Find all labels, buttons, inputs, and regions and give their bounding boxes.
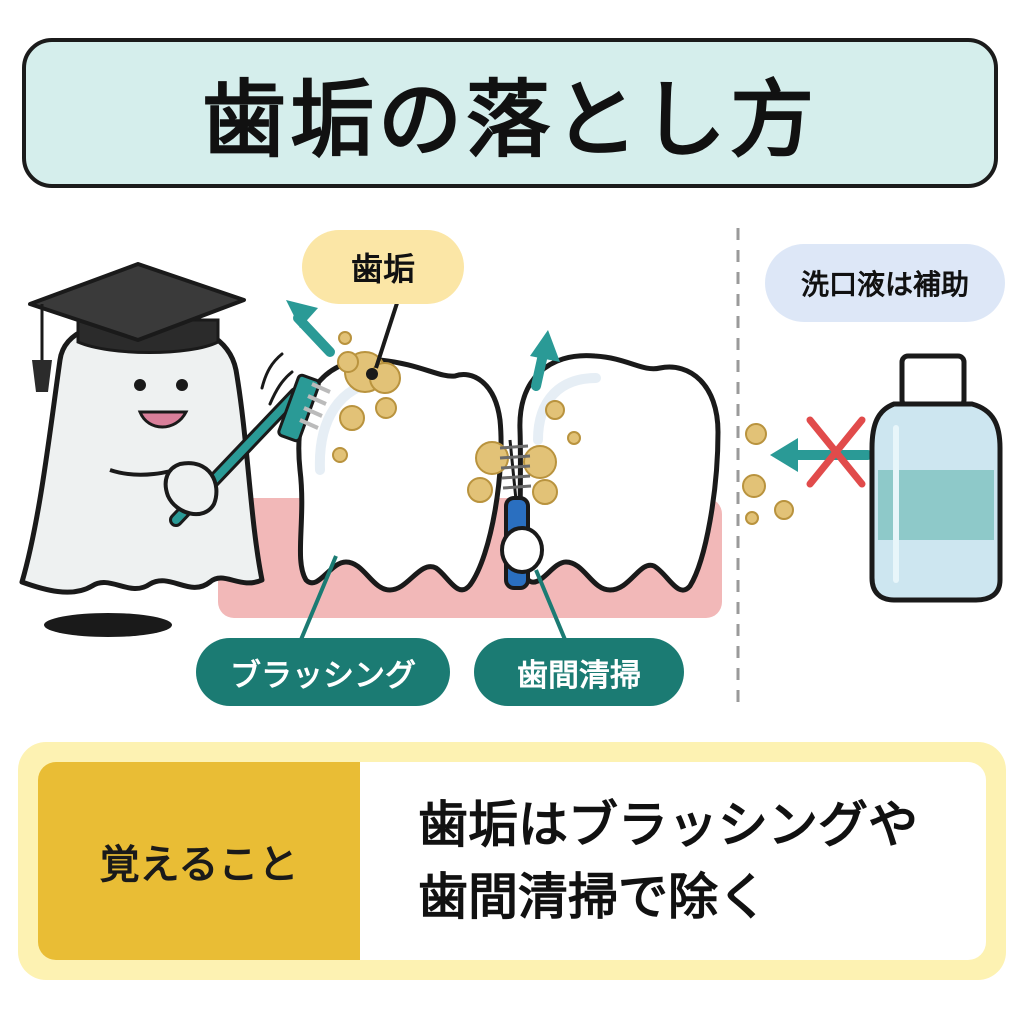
interdental-brush-icon (499, 439, 544, 590)
page-title: 歯垢の落とし方 (201, 70, 818, 169)
brushing-label: ブラッシング (196, 638, 450, 706)
arrow-left-icon (770, 438, 873, 472)
tooth-shine (533, 373, 601, 445)
mouthwash-label: 洗口液は補助 (765, 244, 1005, 322)
arrow-up-icon (286, 300, 335, 357)
memo-box: 覚えること 歯垢はブラッシングや 歯間清掃で除く (18, 742, 1006, 980)
title-banner: 歯垢の落とし方 (22, 38, 998, 188)
plaque-deposit (332, 331, 401, 463)
graduation-cap-icon (28, 262, 246, 392)
mascot-shadow (44, 613, 172, 637)
plaque-leader (374, 299, 400, 369)
mascot-eye (176, 379, 188, 391)
memo-label: 覚えること (38, 762, 360, 960)
mascot-eye (134, 379, 146, 391)
interdental-cleaning-label: 歯間清掃 (474, 638, 684, 706)
mouthwash-bottle-icon (869, 353, 1003, 603)
tooth-left (296, 357, 504, 593)
interdental-plaque (467, 400, 581, 505)
memo-body: 歯垢はブラッシングや 歯間清掃で除く (360, 762, 986, 960)
mascot-hand (163, 461, 219, 516)
mascot-mouth (137, 410, 189, 429)
arrow-up-icon (530, 330, 560, 391)
memo-line-1: 歯垢はブラッシングや (418, 796, 918, 854)
plaque-label: 歯垢 (302, 230, 464, 304)
memo-line-2: 歯間清掃で除く (418, 868, 768, 926)
plaque-particles (742, 423, 794, 525)
plaque-core (366, 368, 378, 380)
brushing-leader (298, 555, 338, 643)
motion-lines (260, 352, 294, 406)
memo-inner: 覚えること 歯垢はブラッシングや 歯間清掃で除く (38, 762, 986, 960)
cross-mark-icon (806, 416, 866, 488)
interdental-leader (534, 569, 568, 643)
mascot-body (19, 317, 265, 595)
